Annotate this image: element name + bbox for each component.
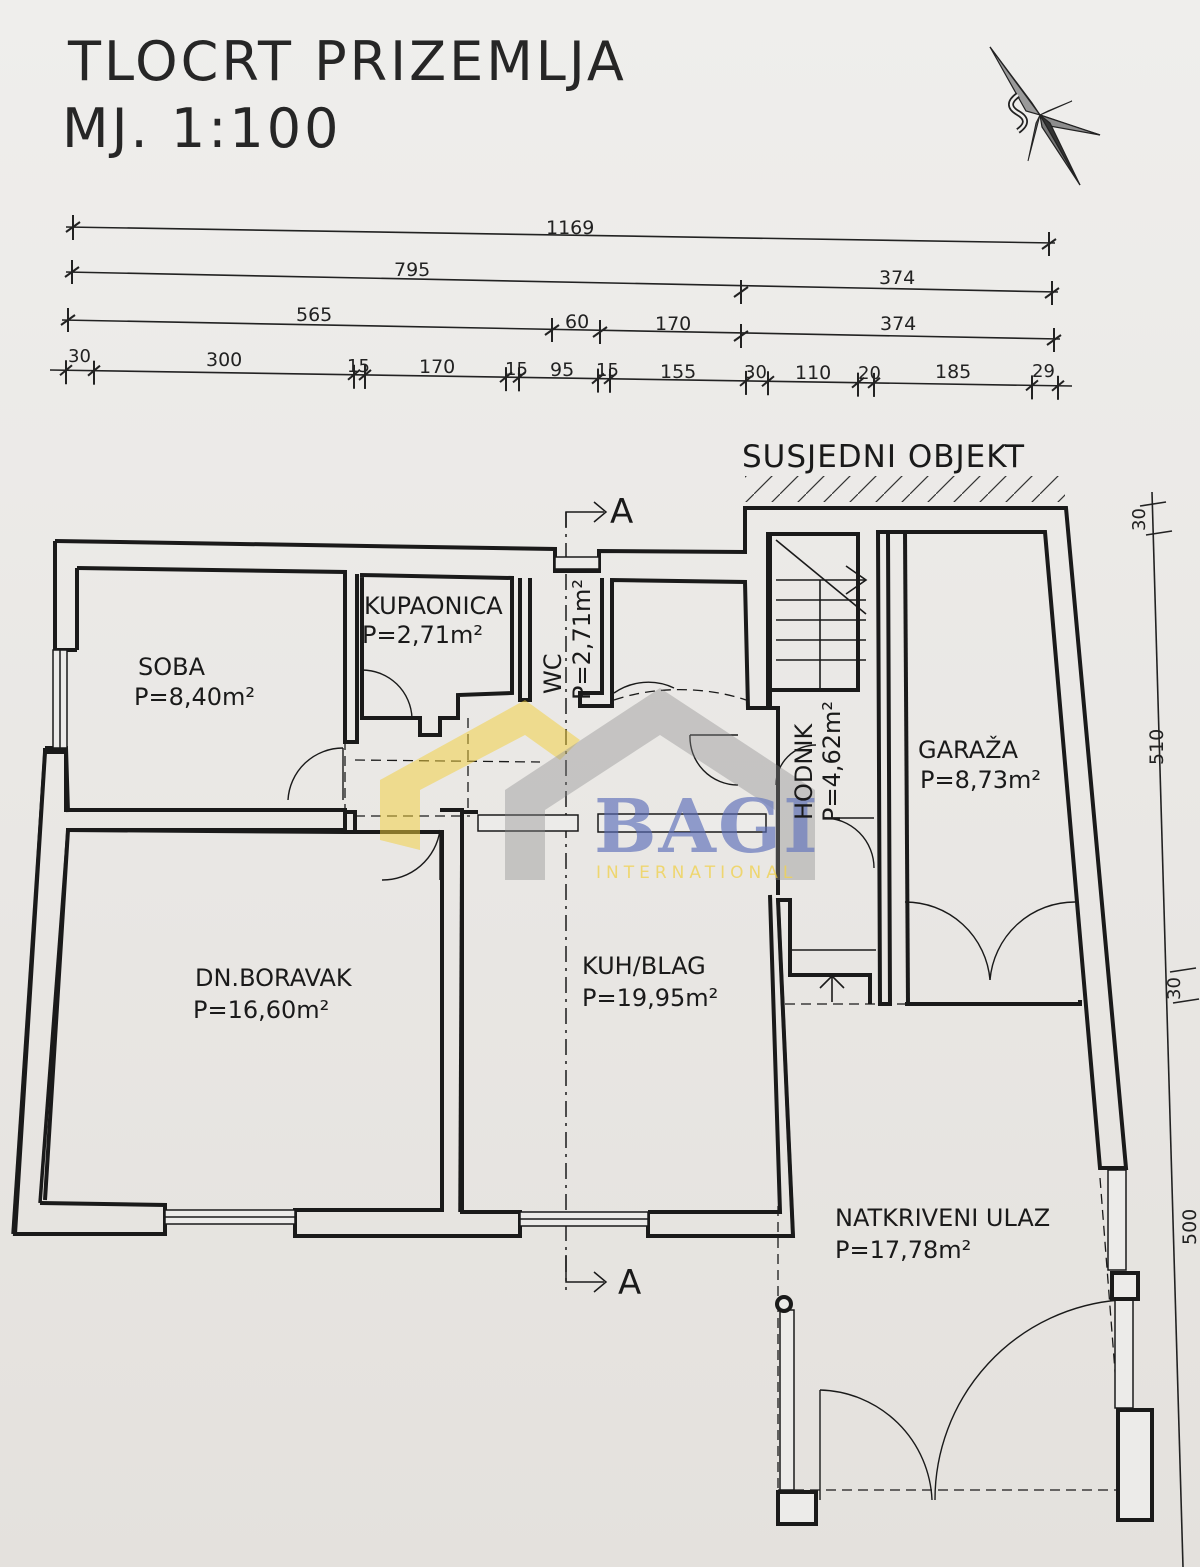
dim-r4-155: 155 xyxy=(660,361,696,383)
doors xyxy=(287,669,1121,1501)
dim-r4-29: 29 xyxy=(1032,361,1055,382)
dim-170-top: 170 xyxy=(655,313,691,335)
staircase xyxy=(775,539,876,1002)
watermark-brand: BAGI xyxy=(594,784,820,870)
dimension-chain xyxy=(49,226,1073,387)
room-wc-name: WC xyxy=(539,654,567,695)
dim-r4-300: 300 xyxy=(206,349,242,371)
dim-60: 60 xyxy=(565,311,589,333)
wall-fills xyxy=(11,751,795,1237)
dimension-ticks-row4 xyxy=(59,360,1065,400)
dimension-tick-slash xyxy=(761,375,775,388)
dim-r4-15a: 15 xyxy=(347,356,370,377)
dimension-tick-slash xyxy=(867,377,881,389)
section-marker-top: A xyxy=(610,492,633,532)
dim-r4-185: 185 xyxy=(935,361,971,383)
dim-565: 565 xyxy=(296,304,332,326)
section-line xyxy=(565,501,608,1293)
windows xyxy=(52,556,1134,1491)
plan-scale: MJ. 1:100 xyxy=(62,97,341,160)
room-ulaz-area: P=17,78m² xyxy=(835,1236,971,1264)
dim-r4-30: 30 xyxy=(68,346,91,367)
dim-1169: 1169 xyxy=(546,217,594,239)
room-garaza-area: P=8,73m² xyxy=(920,766,1041,794)
dim-right-30a: 30 xyxy=(1129,508,1150,531)
dim-right-30b: 30 xyxy=(1164,977,1185,1000)
dimension-tick-slash xyxy=(1025,379,1039,392)
dimension-tick-slash xyxy=(512,371,526,384)
dim-r4-20: 20 xyxy=(858,363,881,384)
room-kupaonica-area: P=2,71m² xyxy=(362,621,483,649)
plan-title: TLOCRT PRIZEMLJA xyxy=(67,30,627,93)
dimension-tick-slash xyxy=(591,372,605,385)
room-kuhinja-area: P=19,95m² xyxy=(582,984,718,1012)
north-arrow-icon xyxy=(989,46,1101,186)
dim-r4-15b: 15 xyxy=(505,359,528,380)
dim-r4-30b: 30 xyxy=(744,362,767,383)
room-wc-area: P=2,71m² xyxy=(568,579,596,700)
dimension-tick-slash xyxy=(499,371,513,383)
dimension-tick-slash xyxy=(603,372,617,385)
dim-right-500: 500 xyxy=(1179,1209,1200,1245)
room-kuhinja-name: KUH/BLAG xyxy=(582,952,706,980)
dimension-tick-slash xyxy=(1051,380,1065,392)
dim-r4-15c: 15 xyxy=(596,360,619,381)
dimension-tick-slash xyxy=(347,368,361,381)
dim-r4-170: 170 xyxy=(419,356,455,378)
room-soba-area: P=8,40m² xyxy=(134,683,255,711)
watermark-sub: INTERNATIONAL xyxy=(596,863,797,883)
neighbor-label: SUSJEDNI OBJEKT xyxy=(742,439,1025,475)
dashed-lines xyxy=(344,689,1126,1501)
section-marker-bottom: A xyxy=(618,1263,641,1303)
dimension-tick-slash xyxy=(739,375,753,387)
dimension-tick-slash xyxy=(358,369,372,381)
dimension-tick-slash xyxy=(87,364,101,377)
room-soba-name: SOBA xyxy=(138,653,206,681)
room-hodnik-area: P=4,62m² xyxy=(818,701,846,822)
neighbor-hatch xyxy=(745,476,1065,502)
pillars xyxy=(775,1271,1154,1526)
dimension-tick-slash xyxy=(851,376,865,389)
dim-374-b: 374 xyxy=(880,313,916,335)
dimension-ticks xyxy=(60,215,1062,352)
room-boravak-name: DN.BORAVAK xyxy=(195,964,353,992)
dimension-tick-slash xyxy=(59,364,73,377)
room-boravak-area: P=16,60m² xyxy=(193,996,329,1024)
room-hodnik-name: HODNIK xyxy=(790,723,818,820)
dim-right-510: 510 xyxy=(1146,729,1168,765)
brand-watermark: BAGI INTERNATIONAL xyxy=(380,688,820,883)
dim-r4-95: 95 xyxy=(550,359,574,381)
dim-374-a: 374 xyxy=(879,267,915,289)
room-kupaonica-name: KUPAONICA xyxy=(364,592,503,620)
right-dimension-chain xyxy=(1139,491,1200,1567)
room-garaza-name: GARAŽA xyxy=(918,735,1019,764)
dim-r4-110: 110 xyxy=(795,362,831,384)
dim-795: 795 xyxy=(394,259,430,281)
room-ulaz-name: NATKRIVENI ULAZ xyxy=(835,1204,1050,1232)
